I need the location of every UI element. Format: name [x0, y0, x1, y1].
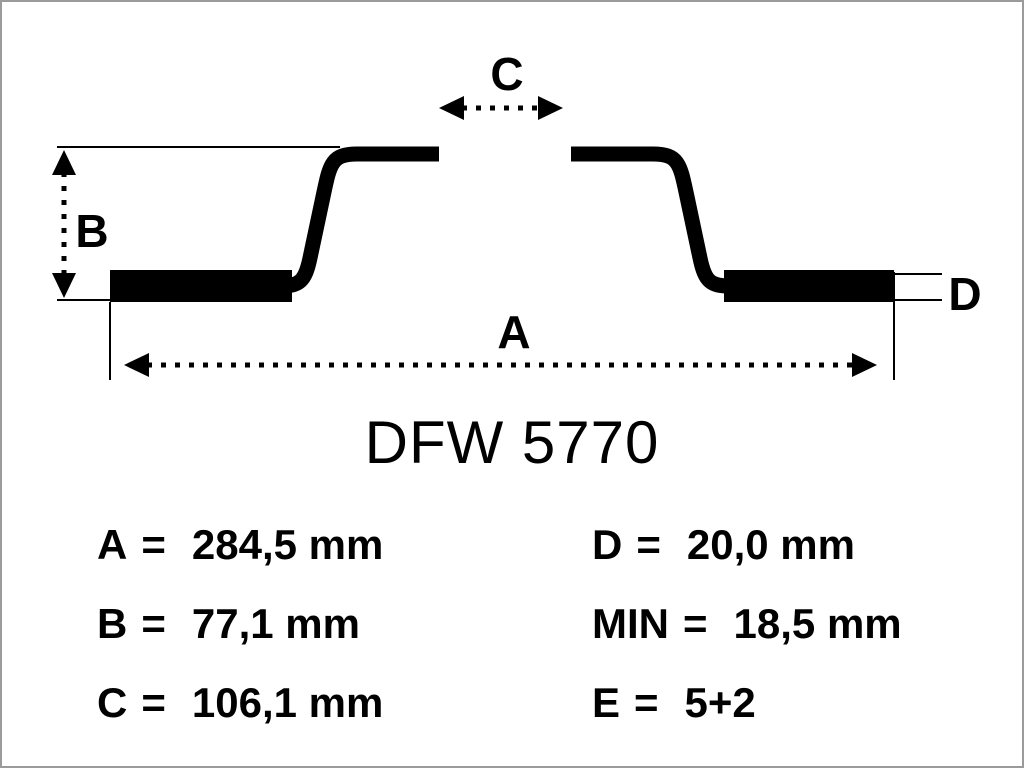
equals-sign: = [634, 679, 659, 726]
disc-right-hat [571, 146, 731, 294]
dimension-d-label: D [948, 268, 981, 320]
dimension-c: C [439, 48, 563, 120]
dimension-d: D [895, 268, 982, 320]
dimension-c-arrowhead-left [439, 96, 464, 120]
spec-value: 20,0 mm [686, 521, 855, 568]
spec-row-b: B = 77,1 mm [97, 600, 592, 648]
equals-sign: = [141, 521, 166, 568]
brake-disc-diagram: C B A D [52, 48, 982, 380]
spec-value: 18,5 mm [733, 600, 902, 647]
dimension-b: B [52, 146, 340, 301]
spec-value: 284,5 mm [191, 521, 384, 568]
spec-row-min: MIN = 18,5 mm [592, 600, 982, 648]
equals-sign: = [683, 600, 708, 647]
spec-label: MIN [592, 600, 669, 647]
spec-label: A [97, 521, 128, 568]
dimension-a-arrowhead-left [124, 353, 149, 377]
dimension-c-arrowhead-right [538, 96, 563, 120]
disc-left-hat [279, 146, 439, 294]
dimension-b-arrowhead-top [52, 150, 76, 175]
dimension-a-label: A [497, 306, 530, 358]
dimension-b-label: B [75, 205, 108, 257]
disc-profile [110, 146, 894, 302]
spec-row-e: E = 5+2 [592, 679, 982, 727]
part-number: DFW 5770 [364, 409, 660, 476]
spec-column-right: D = 20,0 mm MIN = 18,5 mm E = 5+2 [592, 521, 982, 758]
disc-left-friction-ring [110, 270, 292, 302]
equals-sign: = [141, 600, 166, 647]
spec-table: A = 284,5 mm B = 77,1 mm C = 106,1 mm D = 20,0 m… [2, 521, 1022, 758]
spec-row-a: A = 284,5 mm [97, 521, 592, 569]
equals-sign: = [636, 521, 661, 568]
spec-row-c: C = 106,1 mm [97, 679, 592, 727]
spec-label: B [97, 600, 128, 647]
spec-row-d: D = 20,0 mm [592, 521, 982, 569]
dimension-a-arrowhead-right [852, 353, 877, 377]
spec-label: E [592, 679, 621, 726]
spec-label: D [592, 521, 623, 568]
dimension-a: A [109, 272, 895, 380]
spec-value: 5+2 [684, 679, 756, 726]
spec-column-left: A = 284,5 mm B = 77,1 mm C = 106,1 mm [97, 521, 592, 758]
spec-label: C [97, 679, 128, 726]
dimension-b-arrowhead-bottom [52, 273, 76, 298]
disc-right-friction-ring [724, 270, 894, 302]
equals-sign: = [141, 679, 166, 726]
spec-value: 106,1 mm [191, 679, 384, 726]
dimension-c-label: C [490, 48, 523, 100]
spec-value: 77,1 mm [191, 600, 360, 647]
